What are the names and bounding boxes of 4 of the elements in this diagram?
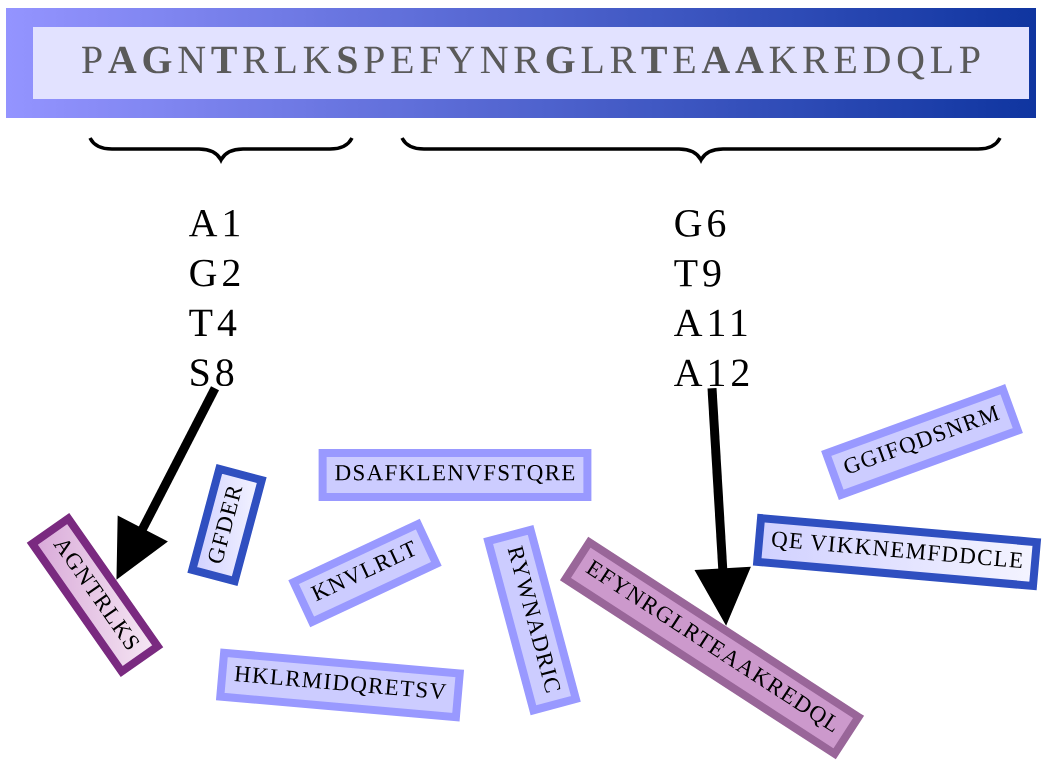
position-list: G6 T9 A11 A12 — [674, 210, 749, 386]
position-list: A1 G2 T4 S8 — [189, 209, 240, 387]
sequence-bar: PAGNTRLKSPEFYNRGLRTEAAKREDQLP — [33, 27, 1029, 99]
peptide-fragment: DSAFKLENVFSTQRE — [318, 449, 592, 501]
